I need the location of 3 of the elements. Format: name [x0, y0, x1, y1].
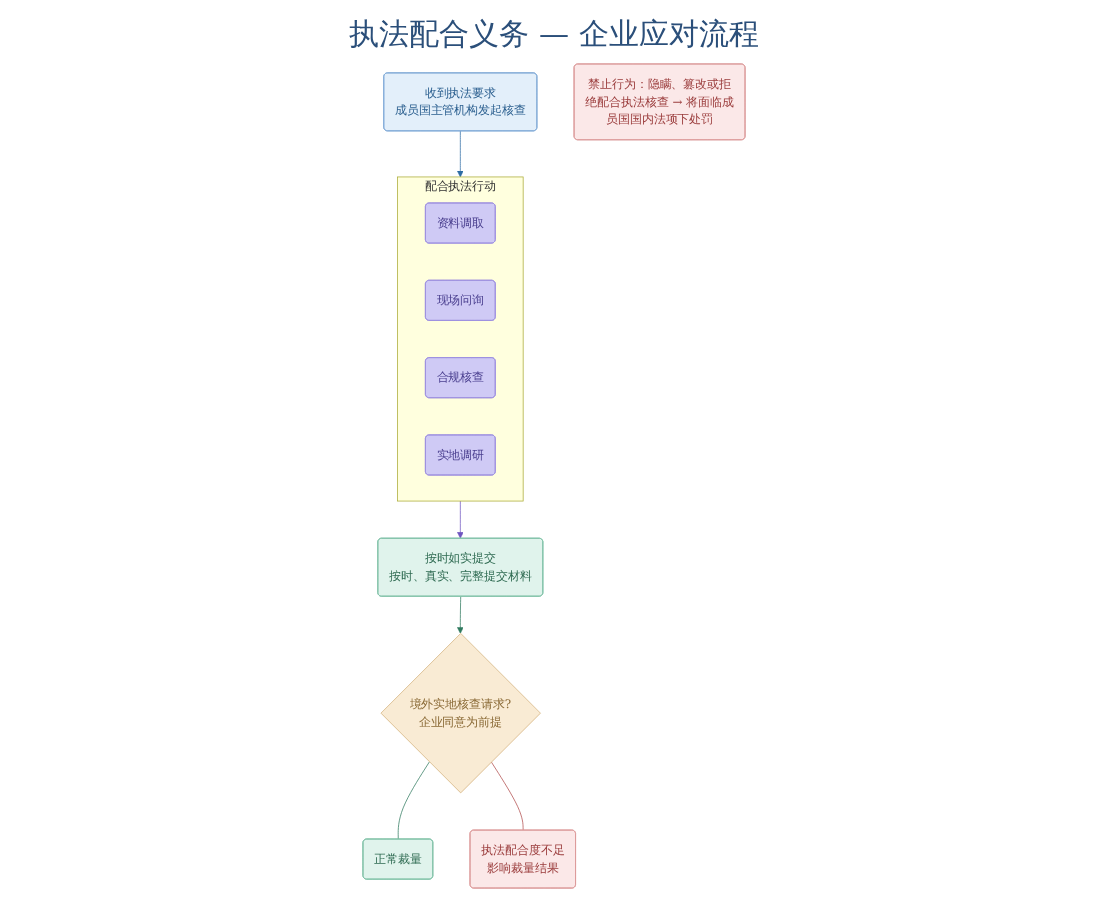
connector: [490, 761, 524, 831]
diagram-title: 执法配合义务 — 企业应对流程: [347, 16, 761, 54]
connector: [397, 761, 430, 840]
